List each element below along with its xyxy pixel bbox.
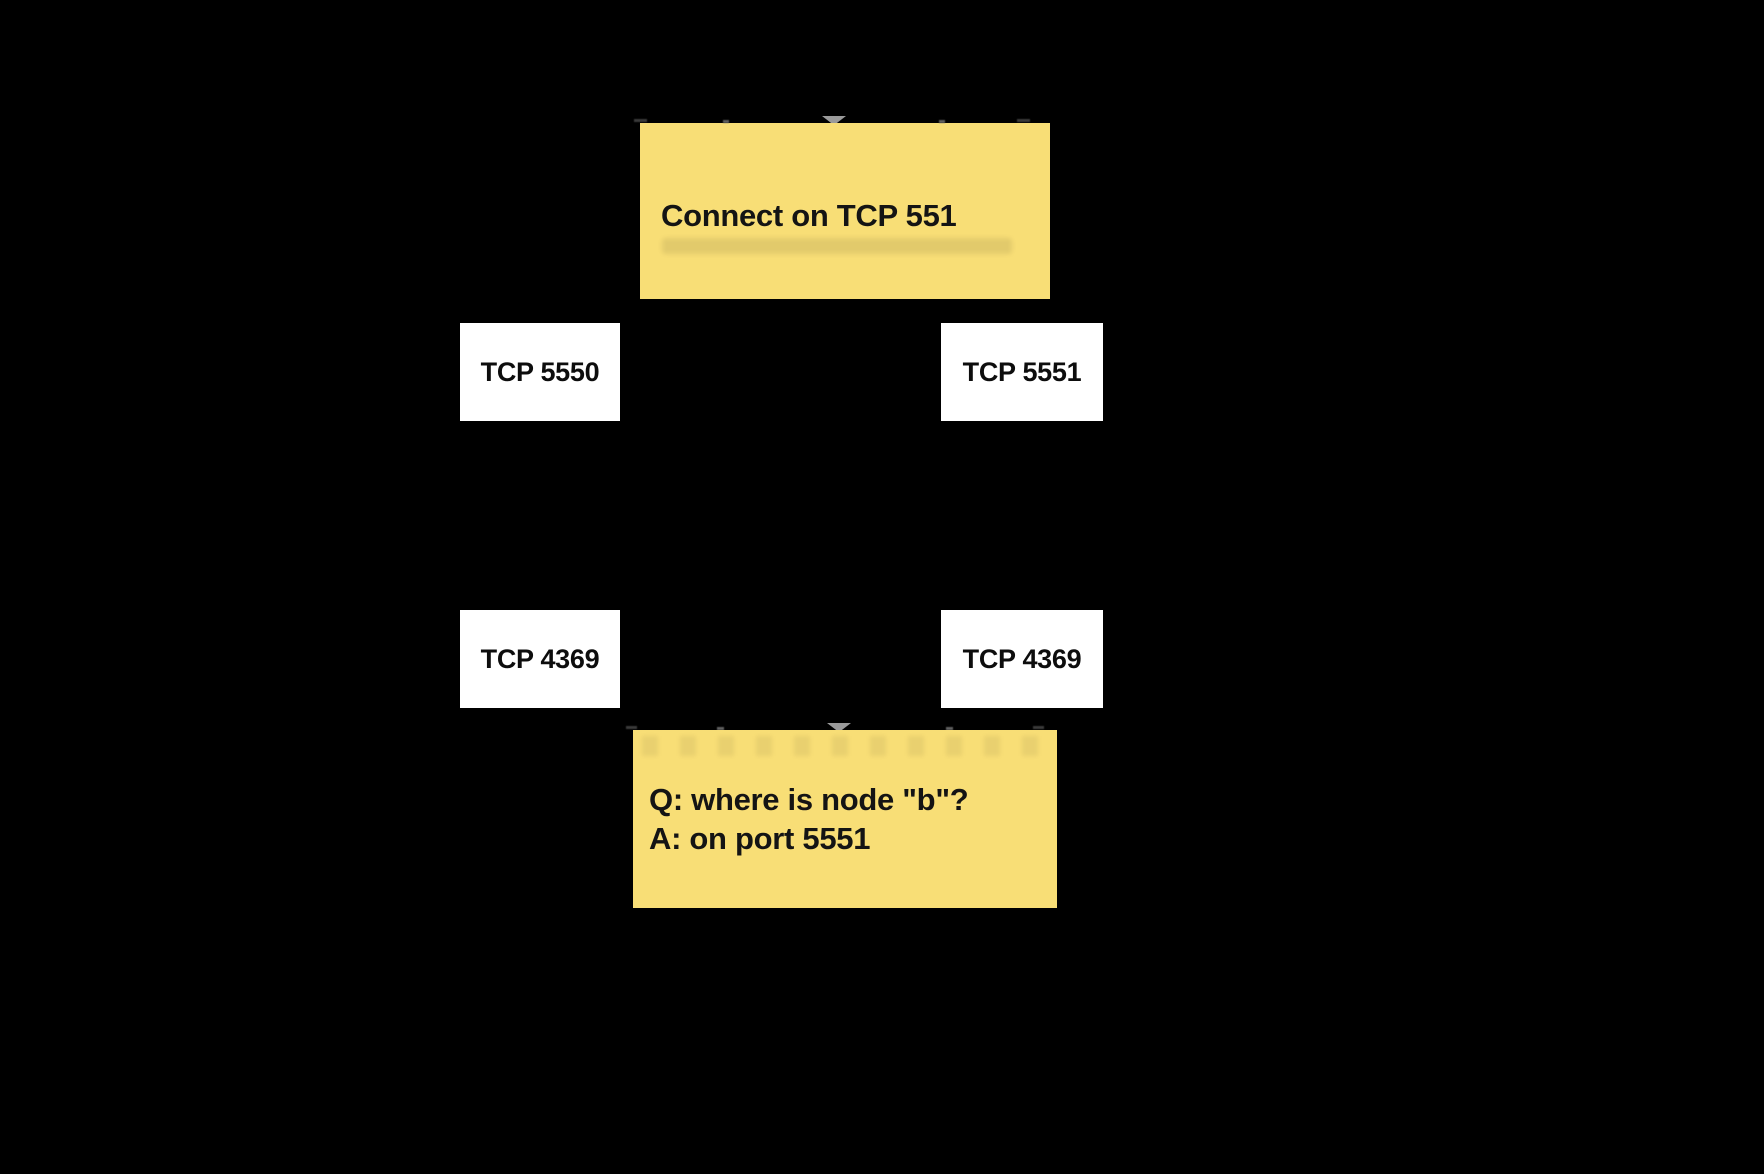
qa-note-answer: A: on port 5551 xyxy=(649,821,871,856)
tick-artifact xyxy=(939,120,945,123)
port-box-tcp-4369-right: TCP 4369 xyxy=(941,610,1103,708)
tick-artifact xyxy=(1033,726,1044,729)
port-label: TCP 4369 xyxy=(962,643,1082,674)
port-box-tcp-5550: TCP 5550 xyxy=(460,323,620,421)
port-label: TCP 5550 xyxy=(480,356,600,387)
tick-artifact xyxy=(626,726,637,729)
tick-artifact xyxy=(717,727,724,730)
ghost-text-artifact xyxy=(642,736,1038,756)
connect-note-text: Connect on TCP 551 xyxy=(661,198,957,233)
port-box-tcp-4369-left: TCP 4369 xyxy=(460,610,620,708)
tick-artifact xyxy=(723,120,729,123)
arrowhead-artifact xyxy=(827,723,851,730)
tick-artifact xyxy=(946,727,953,730)
tick-artifact xyxy=(1017,119,1030,122)
qa-note-question: Q: where is node "b"? xyxy=(649,782,969,817)
ghost-text-artifact xyxy=(662,238,1012,254)
qa-note: Q: where is node "b"? A: on port 5551 xyxy=(633,730,1057,908)
connect-note: Connect on TCP 551 xyxy=(640,123,1050,299)
port-label: TCP 4369 xyxy=(480,643,600,674)
port-box-tcp-5551: TCP 5551 xyxy=(941,323,1103,421)
tick-artifact xyxy=(634,119,647,122)
port-label: TCP 5551 xyxy=(962,356,1082,387)
arrowhead-artifact xyxy=(822,116,846,123)
